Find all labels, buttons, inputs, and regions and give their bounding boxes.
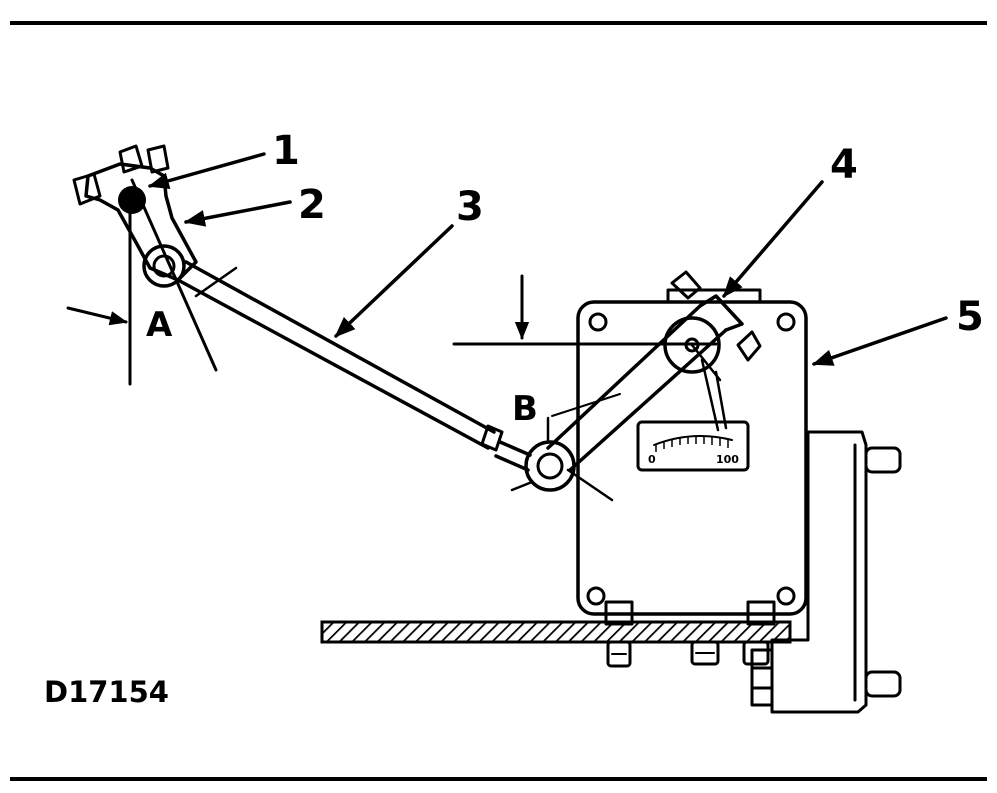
angle-b-label: B xyxy=(512,389,538,429)
leader-4 xyxy=(722,180,824,298)
rod-end-joint xyxy=(524,440,576,492)
callout-2: 2 xyxy=(298,182,326,228)
angle-b-reference: B xyxy=(452,274,718,442)
housing-bolt-tl xyxy=(588,312,608,332)
angle-a-label: A xyxy=(146,305,173,345)
housing-bolt-br xyxy=(776,586,796,606)
callout-4: 4 xyxy=(830,142,858,188)
housing-bolt-bl xyxy=(586,586,606,606)
figure-code: D17154 xyxy=(44,675,169,709)
leader-5 xyxy=(812,316,948,366)
control-unit-housing xyxy=(576,288,808,668)
housing-bolt-tr xyxy=(776,312,796,332)
gauge-min-label: 0 xyxy=(648,453,656,466)
fuel-rack-lever xyxy=(72,144,238,372)
mounting-plate xyxy=(320,620,792,644)
gauge-ticks xyxy=(655,436,729,452)
angle-a-reference: A xyxy=(66,208,173,386)
leader-3 xyxy=(334,224,454,338)
lever-joint-upper xyxy=(142,244,186,288)
callout-5: 5 xyxy=(956,294,984,340)
gauge-max-label: 100 xyxy=(716,453,739,466)
connecting-rod xyxy=(176,260,614,502)
leader-2 xyxy=(183,200,292,227)
position-gauge: 0 100 xyxy=(636,420,750,472)
callout-1: 1 xyxy=(272,128,300,174)
leader-1 xyxy=(147,152,266,189)
actuator-block xyxy=(750,430,902,714)
callout-3: 3 xyxy=(456,184,484,230)
